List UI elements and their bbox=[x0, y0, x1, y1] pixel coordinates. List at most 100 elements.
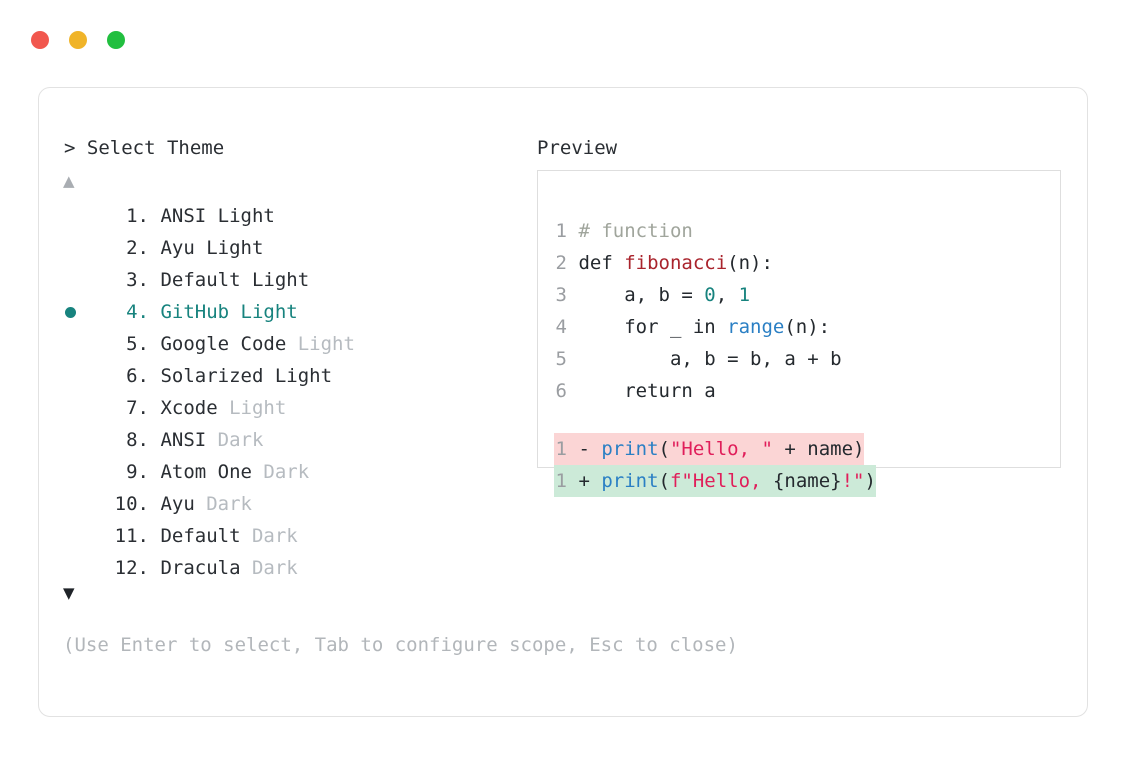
theme-item-variant-tag: Light bbox=[286, 333, 355, 355]
diff-marker: - bbox=[567, 438, 602, 460]
keyboard-hint-text: (Use Enter to select, Tab to configure s… bbox=[63, 634, 738, 656]
code-line-number: 5 bbox=[555, 348, 567, 370]
theme-item-variant-tag: Dark bbox=[240, 525, 298, 547]
theme-item-name: GitHub Light bbox=[149, 301, 298, 323]
window-minimize-dot[interactable] bbox=[69, 31, 87, 49]
code-line-number: 6 bbox=[555, 380, 567, 402]
theme-item-variant-tag: Light bbox=[217, 397, 287, 419]
theme-item-name: Ayu bbox=[149, 493, 195, 515]
theme-item-variant-tag: Dark bbox=[251, 461, 310, 483]
code-token: print bbox=[601, 470, 659, 492]
theme-item-number: 6. bbox=[126, 365, 149, 387]
theme-item-name: Atom One bbox=[149, 461, 252, 483]
code-token: a, b = b, a + b bbox=[567, 348, 842, 370]
code-line: 3 a, b = 0, 1 bbox=[554, 279, 751, 311]
theme-item-number: 2. bbox=[126, 237, 149, 259]
code-token: range bbox=[727, 316, 785, 338]
theme-item-name: Google Code bbox=[149, 333, 287, 355]
theme-item-variant-tag: Dark bbox=[194, 493, 252, 515]
code-token: 1 bbox=[738, 284, 751, 306]
diff-marker: + bbox=[567, 470, 602, 492]
theme-list-item[interactable]: 1. ANSI Light bbox=[63, 200, 483, 232]
code-line-number: 3 bbox=[555, 284, 567, 306]
theme-item-name: Default bbox=[149, 525, 241, 547]
theme-item-name: Dracula bbox=[149, 557, 241, 579]
code-gap bbox=[554, 407, 876, 433]
theme-item-name: Ayu Light bbox=[149, 237, 264, 259]
code-line: 4 for _ in range(n): bbox=[554, 311, 831, 343]
theme-item-number: 10. bbox=[114, 493, 149, 515]
theme-item-name: Xcode bbox=[149, 397, 218, 419]
code-line: 2 def fibonacci(n): bbox=[554, 247, 773, 279]
code-token: f"Hello, bbox=[669, 470, 773, 492]
window-maximize-dot[interactable] bbox=[107, 31, 125, 49]
theme-list-item[interactable]: 2. Ayu Light bbox=[63, 232, 483, 264]
code-line-number: 1 bbox=[555, 438, 567, 460]
window-close-dot[interactable] bbox=[31, 31, 49, 49]
theme-item-name: ANSI bbox=[149, 429, 207, 451]
theme-list-item[interactable]: 7. Xcode Light bbox=[63, 392, 483, 424]
code-token bbox=[567, 220, 578, 242]
theme-list-item[interactable]: 10. Ayu Dark bbox=[63, 488, 483, 520]
theme-item-variant-tag: Dark bbox=[240, 557, 298, 579]
theme-list-item[interactable]: 4. GitHub Light bbox=[63, 296, 483, 328]
code-line-number: 1 bbox=[555, 470, 567, 492]
code-token: (n): bbox=[784, 316, 831, 338]
theme-list-item[interactable]: 12. Dracula Dark bbox=[63, 552, 483, 584]
code-token: ( bbox=[658, 470, 670, 492]
theme-item-number: 11. bbox=[114, 525, 149, 547]
theme-list-item[interactable]: 6. Solarized Light bbox=[63, 360, 483, 392]
theme-item-number: 12. bbox=[114, 557, 149, 579]
code-token: , bbox=[715, 284, 739, 306]
theme-list-item[interactable]: 9. Atom One Dark bbox=[63, 456, 483, 488]
theme-list-item[interactable]: 8. ANSI Dark bbox=[63, 424, 483, 456]
theme-item-number: 8. bbox=[126, 429, 149, 451]
code-token: (n): bbox=[727, 252, 773, 274]
selected-bullet-icon bbox=[65, 307, 76, 318]
theme-item-name: Solarized Light bbox=[149, 365, 333, 387]
code-token: a, b = bbox=[567, 284, 705, 306]
code-token: fibonacci bbox=[624, 252, 728, 274]
code-token: ) bbox=[853, 438, 865, 460]
code-token: "Hello, " bbox=[669, 438, 773, 460]
code-line-number: 1 bbox=[555, 220, 567, 242]
theme-picker-panel: > Select Theme Preview ▲ ▼ 1. ANSI Light… bbox=[38, 87, 1088, 717]
theme-item-number: 9. bbox=[126, 461, 149, 483]
code-token: # function bbox=[578, 220, 693, 242]
code-token: print bbox=[601, 438, 659, 460]
theme-list-item[interactable]: 11. Default Dark bbox=[63, 520, 483, 552]
theme-item-name: ANSI Light bbox=[149, 205, 275, 227]
diff-line-add: 1 + print(f"Hello, {name}!") bbox=[554, 465, 876, 497]
code-token: return a bbox=[567, 380, 716, 402]
theme-list-item[interactable]: 3. Default Light bbox=[63, 264, 483, 296]
code-token: ( bbox=[658, 438, 670, 460]
preview-header: Preview bbox=[537, 137, 618, 159]
theme-list-item[interactable]: 5. Google Code Light bbox=[63, 328, 483, 360]
scroll-up-arrow-icon[interactable]: ▲ bbox=[63, 172, 75, 190]
theme-item-name: Default Light bbox=[149, 269, 310, 291]
diff-line-del: 1 - print("Hello, " + name) bbox=[554, 433, 865, 465]
window-titlebar bbox=[0, 0, 1129, 78]
select-theme-header: > Select Theme bbox=[64, 137, 225, 159]
theme-item-number: 5. bbox=[126, 333, 149, 355]
code-token: for _ in bbox=[567, 316, 728, 338]
code-line: 1 # function bbox=[554, 215, 693, 247]
code-line: 6 return a bbox=[554, 375, 716, 407]
code-token: ) bbox=[864, 470, 876, 492]
code-token: + name bbox=[772, 438, 854, 460]
scroll-down-arrow-icon[interactable]: ▼ bbox=[63, 584, 75, 602]
theme-item-number: 4. bbox=[126, 301, 149, 323]
code-line: 5 a, b = b, a + b bbox=[554, 343, 842, 375]
code-token: 0 bbox=[704, 284, 716, 306]
code-line-number: 2 bbox=[555, 252, 567, 274]
code-token: {name} bbox=[772, 470, 842, 492]
theme-item-variant-tag: Dark bbox=[206, 429, 264, 451]
code-token: !" bbox=[841, 470, 865, 492]
theme-item-number: 3. bbox=[126, 269, 149, 291]
code-line-number: 4 bbox=[555, 316, 567, 338]
code-token: def bbox=[567, 252, 625, 274]
theme-item-number: 1. bbox=[126, 205, 149, 227]
